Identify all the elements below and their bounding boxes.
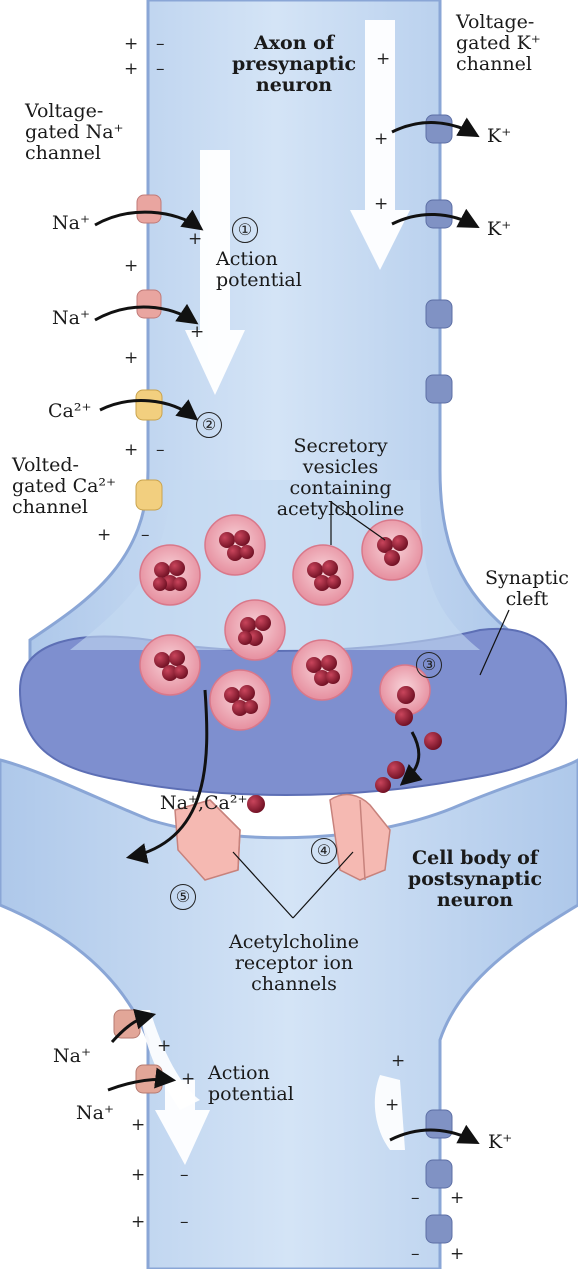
charge: +: [391, 1053, 405, 1070]
charge: +: [385, 1097, 399, 1114]
charge: –: [156, 36, 165, 53]
charge: +: [181, 1071, 195, 1088]
axon-title: Axon of presynaptic neuron: [229, 33, 359, 96]
k-channel-7: [426, 1215, 452, 1243]
cell-body-label: Cell body of postsynaptic neuron: [395, 848, 555, 911]
charge: +: [124, 442, 138, 459]
charge: +: [124, 350, 138, 367]
charge: +: [131, 1214, 145, 1231]
charge: +: [190, 324, 204, 341]
receptor-label: Acetylcholine receptor ion channels: [224, 932, 364, 995]
ca-channel-2: [136, 480, 162, 510]
synaptic-cleft-band: [20, 629, 566, 795]
synaptic-cleft-label: Synaptic cleft: [485, 568, 569, 610]
charge: +: [450, 1246, 464, 1263]
k-channel-label: Voltage- gated K⁺ channel: [456, 12, 541, 75]
step-1: ①: [232, 217, 258, 243]
na-channel-1: [137, 195, 161, 223]
k-ion-2: K⁺: [487, 219, 511, 240]
ca-channel-label: Volted- gated Ca²⁺ channel: [12, 455, 116, 518]
k-channel-6: [426, 1160, 452, 1188]
k-channel-1: [426, 115, 452, 143]
charge: +: [131, 1167, 145, 1184]
na-ca-label: Na⁺,Ca²⁺: [160, 793, 248, 814]
charge: +: [374, 131, 388, 148]
action-potential-label-bottom: Action potential: [208, 1063, 294, 1105]
charge: –: [411, 1190, 420, 1207]
charge: +: [124, 61, 138, 78]
na-ion-2: Na⁺: [52, 308, 90, 329]
step-3: ③: [416, 652, 442, 678]
charge: –: [180, 1214, 189, 1231]
na-ion-3: Na⁺: [53, 1046, 91, 1067]
charge: +: [188, 231, 202, 248]
vesicles-label: Secretory vesicles containing acetylchol…: [253, 436, 428, 520]
charge: +: [157, 1038, 171, 1055]
charge: –: [156, 442, 165, 459]
charge: +: [376, 51, 390, 68]
k-ion-3: K⁺: [488, 1132, 512, 1153]
step-2: ②: [196, 412, 222, 438]
step-4: ④: [311, 838, 337, 864]
na-ion-4: Na⁺: [76, 1103, 114, 1124]
step-5: ⑤: [170, 884, 196, 910]
ca-channel-1: [136, 390, 162, 420]
k-channel-4: [426, 375, 452, 403]
charge: –: [180, 1167, 189, 1184]
charge: +: [124, 258, 138, 275]
charge: –: [156, 61, 165, 78]
k-channel-5: [426, 1110, 452, 1138]
na-channel-2: [137, 290, 161, 318]
charge: –: [141, 527, 150, 544]
k-ion-1: K⁺: [487, 126, 511, 147]
charge: +: [97, 527, 111, 544]
ca-ion: Ca²⁺: [48, 401, 92, 422]
action-potential-label-top: Action potential: [216, 249, 302, 291]
na-channel-label: Voltage- gated Na⁺ channel: [25, 101, 124, 164]
charge: –: [411, 1246, 420, 1263]
k-channel-3: [426, 300, 452, 328]
charge: +: [131, 1117, 145, 1134]
charge: +: [450, 1190, 464, 1207]
charge: +: [124, 36, 138, 53]
na-ion-1: Na⁺: [52, 213, 90, 234]
postsynaptic-body: [0, 760, 578, 1269]
charge: +: [374, 196, 388, 213]
